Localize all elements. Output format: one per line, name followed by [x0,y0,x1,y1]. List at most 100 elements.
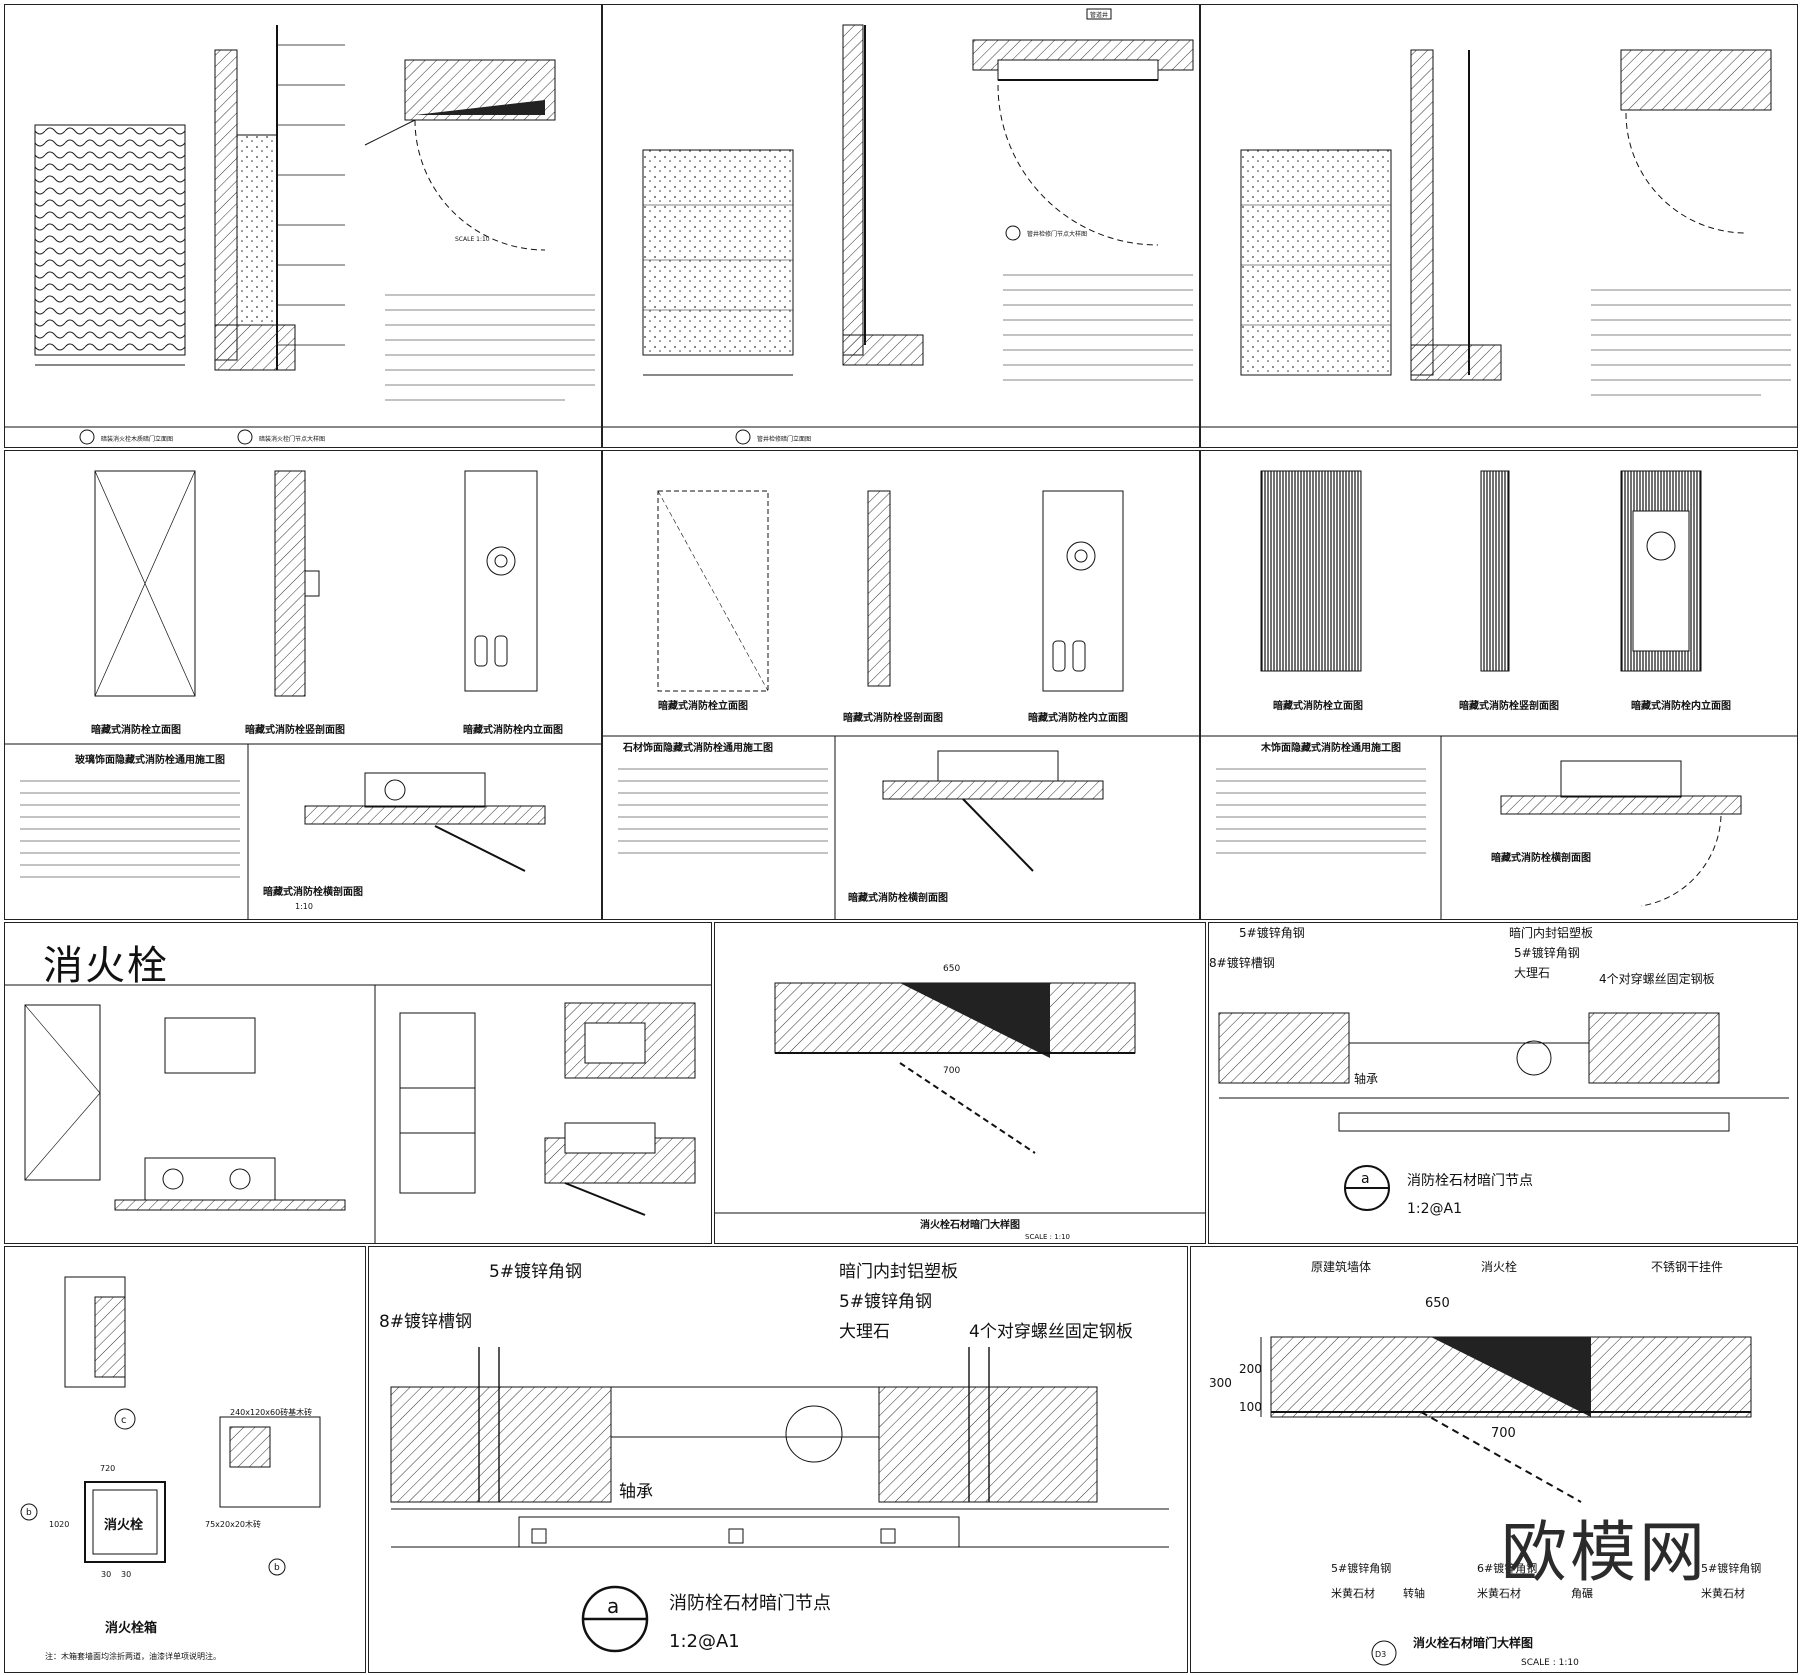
small-dim-650: 650 [943,964,960,974]
large-bearing-label: 轴承 [619,1482,653,1502]
large-marble-label: 大理石 [839,1322,890,1342]
wood-front-title: 暗藏式消防栓立面图 [1273,699,1363,712]
door-shaft-drawing: 管道井 管井检修暗门立面图 管井检修门节点大样图 [603,8,1199,445]
box-title: 消火栓箱 [105,1620,157,1636]
sheet-glass-hydrant: 暗藏式消防栓立面图 暗藏式消防栓竖剖面图 暗藏式消防栓内立面图 玻璃饰面隐藏式消… [4,450,602,920]
label-angle-right: 5#镀锌角钢 [1701,1561,1761,1575]
label-hanger: 不锈钢干挂件 [1651,1260,1723,1274]
small-angle5-label: 5#镀锌角钢 [1239,926,1305,940]
label-corner: 角碾 [1571,1587,1593,1600]
label-angle-left: 5#镀锌角钢 [1331,1561,1391,1575]
small-stone-door-title: 消火栓石材暗门大样图 [920,1218,1020,1231]
large-node-title: 消防栓石材暗门节点 [669,1593,831,1614]
stone-hydrant-drawing: 暗藏式消防栓立面图 暗藏式消防栓竖剖面图 暗藏式消防栓内立面图 石材饰面隐藏式消… [603,490,1199,919]
small-angle-label: 5#镀锌角钢 [1514,946,1580,960]
large-channel8-label: 8#镀锌槽钢 [379,1312,472,1332]
stone-section-title: 暗藏式消防栓竖剖面图 [843,711,943,724]
large-dim-100: 100 [1239,1400,1262,1414]
large-node-scale: 1:2@A1 [669,1631,740,1652]
manhole-tag: 管道井 [1090,11,1108,19]
door-title-4: 管井检修门节点大样图 [1027,230,1087,238]
small-channel-label: 8#镀锌槽钢 [1209,956,1275,970]
d3-mark: D3 [1375,1650,1386,1659]
door-title-2: 暗装消火栓门节点大样图 [259,435,325,443]
box-dim-720: 720 [100,1464,115,1473]
small-node-scale: 1:2@A1 [1407,1201,1462,1217]
label-stone-left: 米黄石材 [1331,1586,1375,1600]
small-dim-700: 700 [943,1066,960,1076]
glass-inner-title: 暗藏式消防栓内立面图 [463,723,563,736]
wood-plan-title: 暗藏式消防栓横剖面图 [1491,851,1591,864]
sheet-door-wood: 暗装消火栓木质暗门立面图 暗装消火栓门节点大样图 SCALE 1:10 [4,4,602,448]
large-angle5b-label: 5#镀锌角钢 [839,1292,932,1312]
glass-front-title: 暗藏式消防栓立面图 [91,723,181,736]
glass-plan-scale: 1:10 [295,902,313,911]
wood-section-title: 暗藏式消防栓竖剖面图 [1459,699,1559,712]
stone-door-small-drawing: 700 650 消火栓石材暗门大样图 SCALE : 1:10 [715,964,1205,1241]
sheet-hydrant-box: c 消火栓 720 1020 30 30 b 240x120x60砖基木砖 75… [4,1246,366,1673]
sheet-title: 消火栓 [43,943,169,989]
large-panel-label: 暗门内封铝塑板 [839,1262,958,1282]
mark-b-right: b [274,1563,280,1573]
sheet-door-wood-b [1200,4,1798,448]
small-node-mark: a [1361,1171,1370,1187]
stone-notes-title: 石材饰面隐藏式消防栓通用施工图 [622,741,773,754]
glass-plan-title: 暗藏式消防栓横剖面图 [263,885,363,898]
sheet-stone-door-detail-small: 700 650 消火栓石材暗门大样图 SCALE : 1:10 [714,922,1206,1244]
node-small-drawing: 轴承 暗门内封铝塑板 5#镀锌角钢 大理石 4个对穿螺丝固定钢板 8#镀锌槽钢 … [1209,925,1789,1217]
small-stone-door-scale: SCALE : 1:10 [1025,1233,1070,1241]
box-dim-30b: 30 [121,1570,131,1579]
wood-hydrant-drawing: 暗藏式消防栓立面图 暗藏式消防栓竖剖面图 暗藏式消防栓内立面图 木饰面隐藏式消防… [1201,470,1797,919]
small-bolts-label: 4个对穿螺丝固定钢板 [1599,971,1715,986]
sheet-stone-hydrant: 暗藏式消防栓立面图 暗藏式消防栓竖剖面图 暗藏式消防栓内立面图 石材饰面隐藏式消… [602,450,1200,920]
sheet-stone-door-large: 650 700 300 200 100 原建筑墙体 消火栓 不锈钢干挂件 5#镀… [1190,1246,1798,1673]
glass-hydrant-drawing: 暗藏式消防栓立面图 暗藏式消防栓竖剖面图 暗藏式消防栓内立面图 玻璃饰面隐藏式消… [5,470,601,919]
box-dim-30a: 30 [101,1570,111,1579]
stone-plan-title: 暗藏式消防栓横剖面图 [848,891,948,904]
glass-notes-title: 玻璃饰面隐藏式消防栓通用施工图 [75,753,225,766]
large-dim-650: 650 [1425,1296,1450,1311]
door-wood-b-drawing [1201,49,1797,428]
door-title-3: 管井检修暗门立面图 [757,435,811,443]
door-scale-1: SCALE 1:10 [455,236,490,243]
stone-front-title: 暗藏式消防栓立面图 [658,699,748,712]
hydrant-box-drawing: c 消火栓 720 1020 30 30 b 240x120x60砖基木砖 75… [20,1276,321,1661]
box-note: 注：木箱套墙面均涂折两道，油漆详单项说明注。 [45,1651,221,1661]
mark-c: c [121,1415,127,1426]
box-inner-text: 消火栓 [104,1517,143,1533]
large-node-mark: a [607,1594,619,1618]
door-wood-drawing: 暗装消火栓木质暗门立面图 暗装消火栓门节点大样图 SCALE 1:10 [5,25,601,445]
box-pipe-note: 75x20x20木砖 [205,1519,261,1529]
door-title-1: 暗装消火栓木质暗门立面图 [101,435,173,443]
label-pivot: 转轴 [1403,1586,1425,1600]
watermark-logo: 欧模网 [1501,1514,1708,1591]
label-stone-mid: 米黄石材 [1477,1586,1521,1600]
large-stone-door-title: 消火栓石材暗门大样图 [1413,1635,1533,1650]
glass-section-title: 暗藏式消防栓竖剖面图 [245,723,345,736]
large-dim-300: 300 [1209,1376,1232,1390]
label-wall: 原建筑墙体 [1311,1259,1371,1274]
box-dim-1020: 1020 [49,1520,69,1529]
large-dim-700: 700 [1491,1426,1516,1441]
small-node-title: 消防栓石材暗门节点 [1407,1173,1533,1189]
wood-notes-title: 木饰面隐藏式消防栓通用施工图 [1260,741,1401,754]
sheet-door-shaft: 管道井 管井检修暗门立面图 管井检修门节点大样图 [602,4,1200,448]
large-angle5a-label: 5#镀锌角钢 [489,1262,582,1282]
box-side-note: 240x120x60砖基木砖 [230,1407,312,1417]
wood-door-elevation [34,124,186,356]
stone-door-large-drawing: 650 700 300 200 100 原建筑墙体 消火栓 不锈钢干挂件 5#镀… [1209,1259,1761,1668]
node-large-drawing: 5#镀锌角钢 8#镀锌槽钢 暗门内封铝塑板 5#镀锌角钢 大理石 4个对穿螺丝固… [379,1262,1169,1653]
small-marble-label: 大理石 [1514,966,1550,980]
label-stone-right: 米黄石材 [1701,1586,1745,1600]
small-bearing-label: 轴承 [1354,1071,1378,1086]
mark-b-left: b [26,1508,32,1518]
stone-inner-title: 暗藏式消防栓内立面图 [1028,711,1128,724]
small-hydrant-drawings [5,984,711,1243]
small-panel-label: 暗门内封铝塑板 [1509,925,1593,940]
label-hydrant: 消火栓 [1481,1259,1517,1274]
large-bolts-label: 4个对穿螺丝固定钢板 [969,1322,1133,1342]
large-dim-200: 200 [1239,1362,1262,1376]
label-angle6: 6#镀锌角钢 [1477,1561,1537,1575]
sheet-wood-hydrant: 暗藏式消防栓立面图 暗藏式消防栓竖剖面图 暗藏式消防栓内立面图 木饰面隐藏式消防… [1200,450,1798,920]
sheet-node-small: 轴承 暗门内封铝塑板 5#镀锌角钢 大理石 4个对穿螺丝固定钢板 8#镀锌槽钢 … [1208,922,1798,1244]
